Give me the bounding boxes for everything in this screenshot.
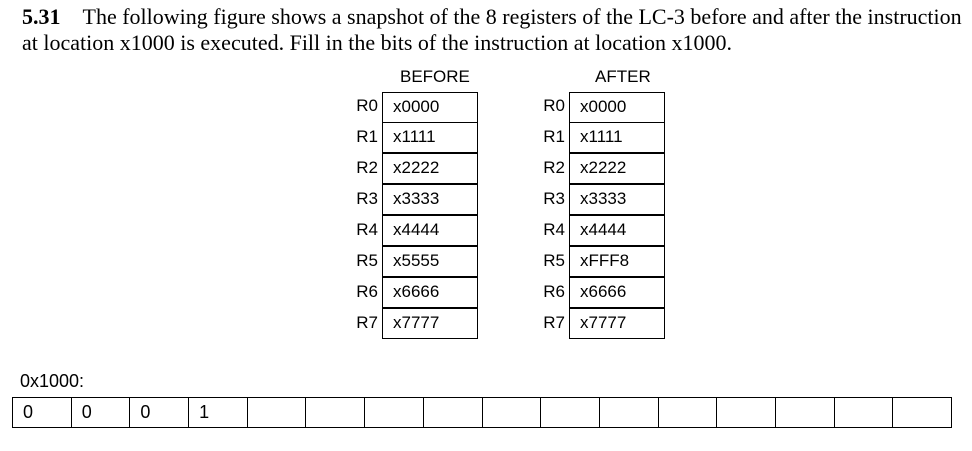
instruction-bit-cell[interactable]: 1 [189, 398, 248, 427]
after-register-name: R0 [543, 96, 565, 115]
instruction-bit-cell[interactable] [248, 398, 307, 427]
instruction-bit-cell[interactable] [600, 398, 659, 427]
before-register-name: R6 [356, 282, 378, 301]
after-register-box: x3333 [569, 184, 665, 215]
before-register-name: R7 [356, 313, 378, 332]
after-register-value: x1111 [580, 127, 623, 146]
after-register-value: x0000 [580, 97, 627, 116]
after-register-value: x4444 [580, 220, 627, 239]
after-register-value: x2222 [580, 158, 627, 177]
after-register-name: R2 [543, 158, 565, 177]
instruction-bit-cell[interactable]: 0 [13, 398, 72, 427]
after-register-name: R5 [543, 251, 565, 270]
before-register-value: x5555 [393, 251, 440, 270]
after-register-box: x0000 [569, 92, 665, 123]
instruction-bit-cell[interactable] [893, 398, 951, 427]
after-register-value: x6666 [580, 282, 627, 301]
before-register-value: x3333 [393, 189, 440, 208]
instruction-bit-cell[interactable] [776, 398, 835, 427]
after-register-box: x6666 [569, 277, 665, 308]
before-register-value: x4444 [393, 220, 440, 239]
instruction-bit-cell[interactable] [541, 398, 600, 427]
after-register-box: xFFF8 [569, 246, 665, 277]
before-register-box: x5555 [382, 246, 478, 277]
after-register-value: x3333 [580, 189, 627, 208]
after-register-box: x1111 [569, 122, 665, 153]
before-register-box: x2222 [382, 153, 478, 184]
instruction-bit-cell[interactable] [365, 398, 424, 427]
before-register-name: R1 [356, 127, 378, 146]
before-register-box: x6666 [382, 277, 478, 308]
before-register-name: R5 [356, 251, 378, 270]
after-register-name: R4 [543, 220, 565, 239]
before-register-value: x6666 [393, 282, 440, 301]
after-register-value: xFFF8 [580, 251, 630, 270]
before-register-name: R4 [356, 220, 378, 239]
instruction-bit-cell[interactable] [659, 398, 718, 427]
instruction-bit-cell[interactable]: 0 [130, 398, 190, 427]
after-header: AFTER [595, 67, 651, 86]
problem-text: The following figure shows a snapshot of… [22, 4, 962, 55]
after-register-name: R3 [543, 189, 565, 208]
before-register-box: x1111 [382, 122, 478, 153]
before-register-value: x1111 [393, 127, 436, 146]
after-register-value: x7777 [580, 313, 627, 332]
before-register-name: R2 [356, 158, 378, 177]
before-register-value: x7777 [393, 313, 440, 332]
after-register-name: R1 [543, 127, 565, 146]
after-register-box: x7777 [569, 308, 665, 339]
before-register-name: R0 [356, 96, 378, 115]
problem-number: 5.31 [22, 4, 61, 29]
instruction-bit-cell[interactable] [483, 398, 542, 427]
after-register-box: x4444 [569, 215, 665, 246]
before-register-box: x7777 [382, 308, 478, 339]
before-register-box: x4444 [382, 215, 478, 246]
after-register-box: x2222 [569, 153, 665, 184]
before-register-box: x3333 [382, 184, 478, 215]
before-register-box: x0000 [382, 92, 478, 123]
instruction-bit-cell[interactable] [717, 398, 776, 427]
instruction-bit-cell[interactable] [835, 398, 894, 427]
instruction-address-label: 0x1000: [20, 371, 85, 391]
after-register-name: R6 [543, 282, 565, 301]
before-register-name: R3 [356, 189, 378, 208]
after-register-name: R7 [543, 313, 565, 332]
instruction-bit-cell[interactable] [424, 398, 483, 427]
before-header: BEFORE [400, 67, 470, 86]
before-register-value: x2222 [393, 158, 440, 177]
instruction-bit-cell[interactable]: 0 [72, 398, 131, 427]
before-register-value: x0000 [393, 97, 440, 116]
instruction-bit-cell[interactable] [306, 398, 366, 427]
